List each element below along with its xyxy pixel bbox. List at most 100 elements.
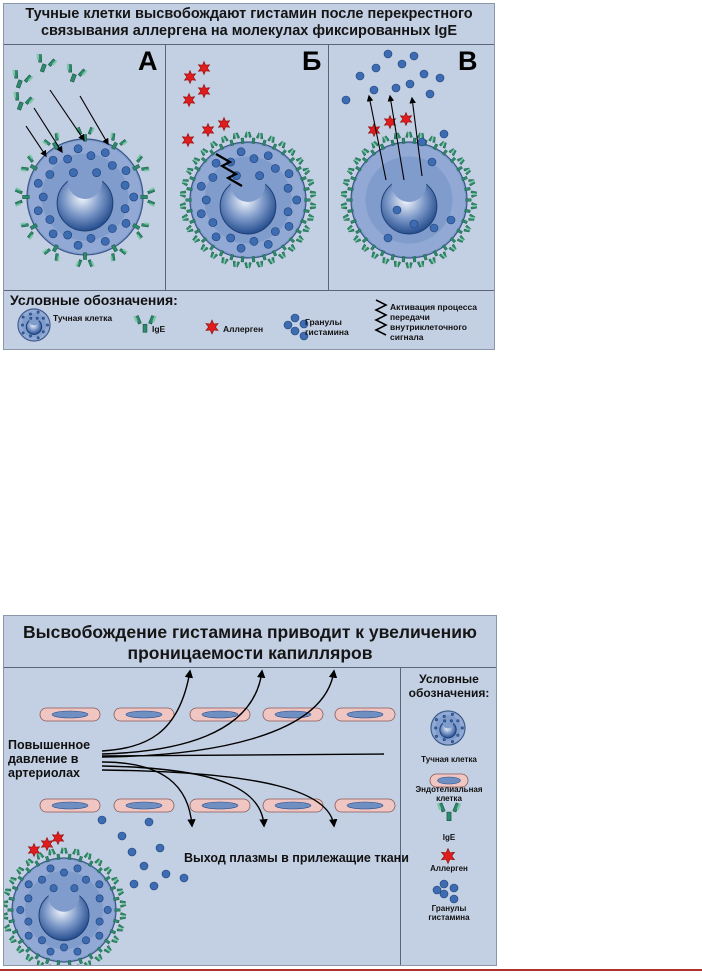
legend-divider [4,290,494,291]
upward-flow-arrow [101,669,266,755]
ige-icon [20,222,38,240]
ige-icon [110,132,128,150]
histamine-granule [425,89,435,99]
release-arrow [409,96,423,177]
histamine-granule [263,151,273,161]
histamine-granule [434,718,438,722]
histamine-granule [283,320,293,330]
ige-icon [113,889,126,905]
histamine-granule [429,223,439,233]
ige-icon [12,69,34,89]
histamine-granule [161,869,171,879]
histamine-granule [270,164,280,173]
binding-arrow [25,125,47,158]
allergen-icon [183,69,197,85]
ige-icon [464,180,477,196]
histamine-granule [196,209,206,219]
ige-icon [75,252,95,268]
legend-granules-label: Гранулы гистамина [305,317,349,337]
endothelial-cell [113,707,175,722]
ige-icon [461,168,475,183]
ige-icon [180,204,193,220]
histamine-granule [299,331,309,341]
allergen-icon [383,114,397,130]
binding-arrow [33,107,63,154]
histamine-granule [439,129,449,139]
histamine-granule [283,207,293,217]
ige-icon [449,237,464,252]
allergen-icon [197,83,211,99]
histamine-granule [82,875,90,884]
histamine-granule [92,168,101,178]
histamine-granule [249,154,259,164]
figure1-title: Тучные клетки высвобождают гистамин посл… [25,6,473,39]
histamine-granule [226,233,236,243]
histamine-granule [33,206,43,216]
endothelial-cell [334,798,396,813]
legend-title: Условные обозначения: [10,292,178,308]
histamine-granule [29,334,32,338]
capillary-permeability-figure: Высвобождение гистамина приводит к увели… [3,615,497,966]
histamine-granule [460,726,464,730]
pressure-label: Повышенное давление в артериолах [8,738,91,780]
ige-icon [201,141,216,156]
ige-icon [14,187,30,207]
ige-icon [49,847,66,860]
ige-icon [441,141,456,156]
histamine-granule [45,170,55,179]
ige-icon [383,132,399,146]
ige-icon [13,91,35,111]
histamine-granule [120,180,130,190]
allergen-icon [27,842,41,858]
panel-c-label: В [458,46,478,76]
ige-icon [17,859,32,874]
ige-icon [407,256,423,269]
histamine-granule [249,236,259,246]
binding-arrow [79,95,109,146]
histamine-granule [435,73,445,83]
allergen-icon [399,111,413,127]
legend-divider [400,667,401,965]
histamine-granule [121,218,131,228]
histamine-granule [144,817,154,827]
histamine-granule [107,161,117,170]
figure2-title: Высвобождение гистамина приводит к увели… [23,622,477,663]
panel-a-label: А [138,46,158,76]
histamine-granule [38,936,46,945]
ige-icon [104,867,119,882]
histamine-granule [391,83,401,93]
endothelial-cell [113,798,175,813]
histamine-granule [439,889,449,899]
histamine-granule [107,224,117,233]
ige-icon [140,187,156,207]
histamine-granule [208,173,218,182]
plasma-exit-label: Выход плазмы в прилежащие ткани [184,851,409,865]
histamine-granule [208,218,218,227]
panel-divider [328,44,329,290]
histamine-granule [446,215,456,225]
allergen-icon [51,830,65,846]
nucleus-notch [391,167,427,202]
histamine-granule [100,148,110,158]
legend-endothelial-label: Эндотелиальная клетка [415,785,483,803]
ige-icon [407,131,423,144]
histamine-granule [432,885,442,895]
legend-mast-cell-label: Тучная клетка [53,313,113,323]
mast-cell [4,847,127,965]
histamine-granule [427,157,437,167]
histamine-granule [97,815,107,825]
mast-cell [430,710,466,746]
histamine-granule [139,861,149,871]
histamine-granule [45,215,55,224]
histamine-granule [38,192,48,202]
histamine-granule [290,326,300,336]
histamine-granule [117,831,127,841]
histamine-granule [179,873,189,883]
title-divider [4,667,496,668]
histamine-granule [46,947,55,956]
histamine-granule [255,171,264,181]
histamine-granule [405,79,415,89]
ige-icon [110,244,128,262]
endothelial-cell [262,707,324,722]
release-arrow [387,94,405,181]
